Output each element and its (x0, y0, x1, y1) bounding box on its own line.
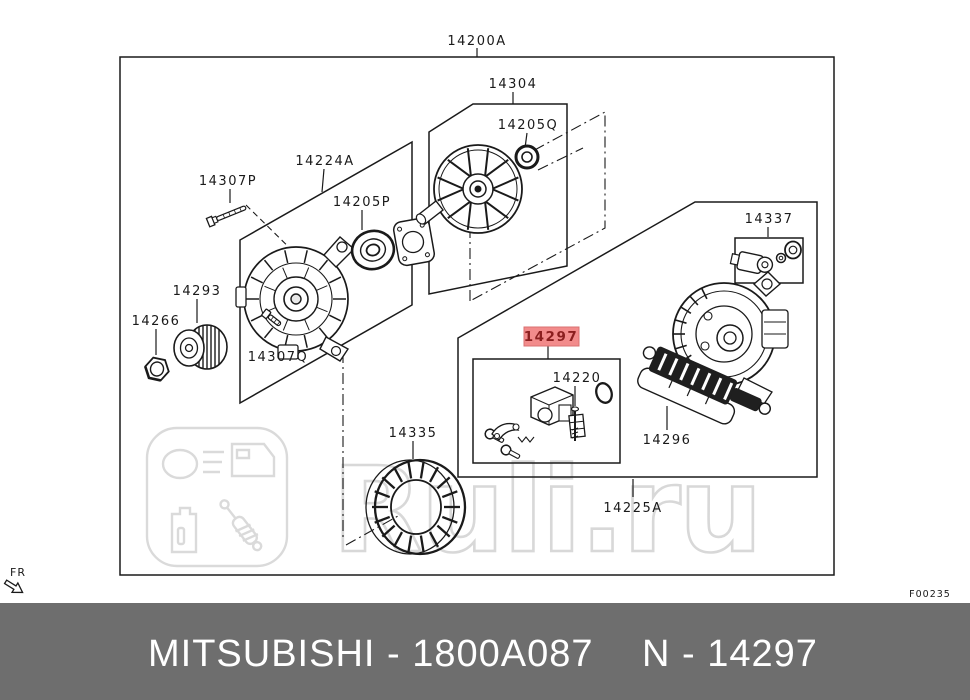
part-regulator (637, 346, 772, 425)
part-terminal-set (729, 240, 802, 275)
part-front-bracket (235, 236, 356, 362)
highlighted-part-label: 14297 (523, 326, 580, 347)
part-brush-holder-assembly (484, 382, 613, 459)
fr-label: FR (10, 566, 26, 579)
figure-code: F00235 (909, 589, 951, 600)
part-label-14307P: 14307P (199, 174, 257, 189)
group-box-14297 (472, 358, 621, 464)
leader-lines (155, 48, 769, 546)
group-box-14304 (428, 103, 568, 295)
part-label-14200A: 14200A (447, 34, 506, 49)
part-screw-14307Q (261, 308, 282, 327)
part-nut (144, 356, 170, 382)
footer-bar: MITSUBISHI - 1800A087 N - 14297 (0, 603, 970, 700)
part-label-14205P: 14205P (333, 195, 391, 210)
part-bearing-14205P (350, 229, 396, 271)
part-label-14335: 14335 (389, 426, 438, 441)
part-label-14220: 14220 (553, 371, 602, 386)
part-label-14205Q: 14205Q (498, 118, 559, 133)
fr-arrow-icon (3, 579, 24, 594)
part-rotor (415, 144, 523, 234)
footer-brand-part: MITSUBISHI - 1800A087 (148, 633, 594, 675)
footer-background (0, 603, 970, 700)
part-stator (365, 458, 467, 556)
part-label-14307Q: 14307Q (248, 350, 309, 365)
part-label-14297: 14297 (524, 329, 578, 345)
group-box-14225A (457, 201, 818, 478)
part-label-14293: 14293 (173, 284, 222, 299)
part-bolt-14307P (205, 205, 247, 228)
part-label-14337: 14337 (745, 212, 794, 227)
ghost-box-dashdot (469, 111, 606, 302)
part-pulley (173, 324, 228, 370)
part-label-14304: 14304 (489, 77, 538, 92)
fr-indicator: FR (3, 566, 26, 594)
part-label-14225A: 14225A (603, 501, 662, 516)
part-label-14296: 14296 (643, 433, 692, 448)
part-bearing-14205Q (514, 144, 540, 170)
part-label-14266: 14266 (132, 314, 181, 329)
watermark-parts-logo (145, 426, 289, 568)
part-label-14224A: 14224A (295, 154, 354, 169)
part-gasket-plate (392, 217, 436, 267)
footer-ref-number: N - 14297 (642, 633, 818, 675)
